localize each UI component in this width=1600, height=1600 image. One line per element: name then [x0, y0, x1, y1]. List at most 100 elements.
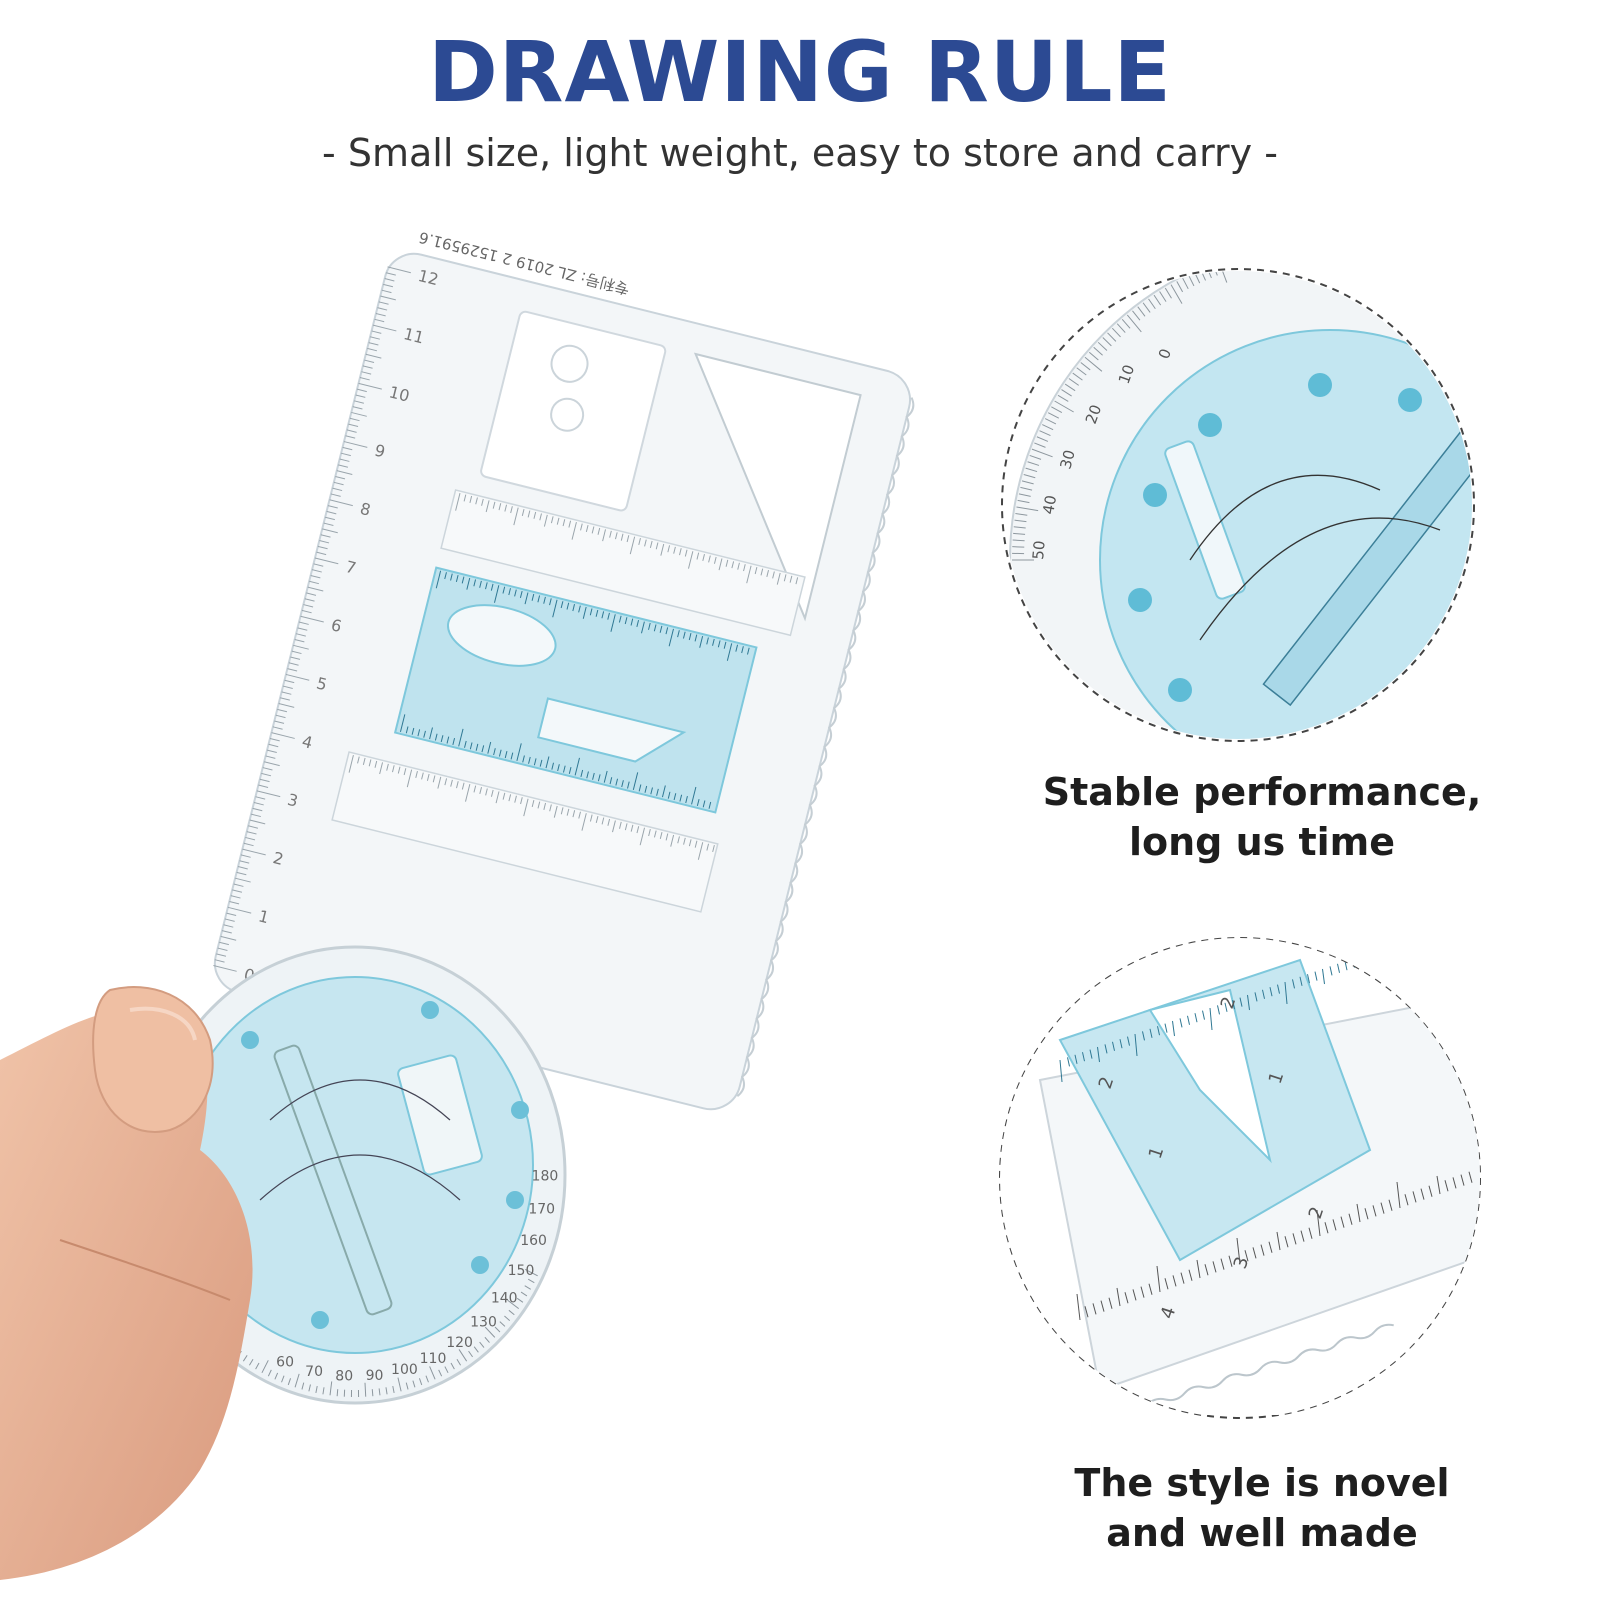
- scale-label: 12: [416, 266, 440, 289]
- scale-tick: [638, 784, 642, 792]
- scale-tick: [585, 524, 589, 532]
- scale-tick: [1290, 245, 1292, 257]
- scale-tick: [1164, 1023, 1168, 1033]
- scale-tick: [361, 371, 372, 375]
- scale-tick: [1228, 1255, 1233, 1267]
- scale-tick: [291, 650, 302, 655]
- svg-text:50: 50: [1029, 540, 1049, 561]
- scale-tick: [1276, 1231, 1281, 1251]
- scale-tick: [1220, 1258, 1225, 1270]
- scale-tick: [524, 1285, 531, 1290]
- scale-tick: [717, 640, 721, 648]
- scale-tick: [429, 1366, 436, 1380]
- scale-tick: [1452, 1177, 1457, 1189]
- scale-tick: [597, 774, 601, 782]
- scale-tick: [1153, 294, 1162, 306]
- scale-tick: [461, 782, 465, 790]
- scale-tick: [673, 793, 677, 801]
- scale-tick: [586, 771, 589, 779]
- scale-tick: [1051, 406, 1063, 414]
- scale-tick: [1059, 1059, 1063, 1083]
- scale-tick: [239, 860, 250, 864]
- detail-circle-protractor: 0 10 20 30 40 50: [1001, 242, 1475, 742]
- scale-tick: [325, 516, 335, 521]
- scale-tick: [746, 565, 752, 584]
- scale-tick: [624, 823, 628, 831]
- scale-tick: [1212, 271, 1218, 276]
- scale-tick: [776, 572, 781, 585]
- scale-tick: [1076, 1293, 1081, 1321]
- scale-tick: [294, 1373, 300, 1388]
- scale-tick: [562, 519, 566, 527]
- scale-tick: [220, 935, 237, 941]
- scale-tick: [304, 598, 315, 602]
- scale-tick: [545, 756, 550, 769]
- scale-tick: [609, 530, 612, 538]
- scale-tick: [1036, 436, 1049, 442]
- scale-tick: [479, 786, 482, 794]
- svg-text:30: 30: [1056, 448, 1078, 471]
- scale-tick: [380, 295, 396, 301]
- scale-tick: [214, 959, 225, 963]
- scale-tick: [301, 1382, 305, 1390]
- scale-tick: [1364, 1208, 1369, 1220]
- scale-tick: [1307, 974, 1310, 984]
- scale-tick: [640, 621, 645, 634]
- scale-tick: [723, 641, 727, 649]
- scale-tick: [339, 458, 350, 462]
- scale-tick: [712, 845, 715, 853]
- scale-tick: [524, 592, 529, 605]
- scale-tick: [385, 272, 396, 276]
- scale-tick: [668, 628, 674, 647]
- scale-tick: [726, 643, 733, 661]
- scale-tick: [438, 1369, 443, 1377]
- scale-tick: [661, 785, 666, 798]
- scale-tick: [578, 605, 581, 613]
- scale-tick: [465, 784, 471, 802]
- scale-tick: [1310, 243, 1311, 255]
- scale-tick: [429, 727, 433, 740]
- scale-tick: [240, 854, 251, 858]
- scale-tick: [1343, 242, 1344, 254]
- scale-tick: [743, 564, 746, 572]
- scale-tick: [516, 743, 522, 761]
- scale-tick: [1218, 271, 1228, 283]
- scale-tick: [1260, 1244, 1265, 1256]
- scale-tick: [731, 561, 735, 569]
- scale-tick: [557, 764, 560, 772]
- scale-tick: [421, 772, 424, 780]
- scale-tick: [415, 770, 418, 779]
- scale-tick: [417, 729, 421, 737]
- scale-tick: [255, 1362, 260, 1370]
- scale-tick: [601, 817, 605, 825]
- scale-tick: [636, 619, 640, 628]
- scale-tick: [1412, 1191, 1417, 1203]
- scale-tick: [1031, 448, 1053, 458]
- scale-tick: [1176, 281, 1184, 293]
- scale-tick: [1308, 1227, 1313, 1239]
- scale-tick: [1257, 250, 1260, 262]
- scale-tick: [322, 1387, 325, 1395]
- scale-tick: [300, 615, 324, 623]
- scale-tick: [537, 595, 541, 603]
- scale-tick: [1100, 1300, 1105, 1312]
- scale-tick: [383, 283, 394, 288]
- scale-tick: [326, 510, 337, 515]
- scale-tick: [1468, 1171, 1473, 1183]
- scale-label: 3: [286, 790, 300, 811]
- scale-tick: [362, 757, 366, 765]
- scale-tick: [627, 781, 630, 789]
- scale-tick: [531, 593, 535, 601]
- scale-tick: [1252, 1247, 1257, 1259]
- scale-tick: [287, 668, 298, 672]
- scale-tick: [1054, 400, 1074, 413]
- scale-tick: [670, 834, 675, 847]
- scale-tick: [374, 760, 378, 768]
- scale-tick: [245, 836, 256, 841]
- scale-tick: [336, 1389, 339, 1397]
- scale-tick: [274, 720, 285, 724]
- scale-tick: [216, 953, 227, 957]
- scale-tick: [609, 777, 613, 785]
- scale-tick: [397, 766, 401, 774]
- scale-tick: [1277, 984, 1280, 994]
